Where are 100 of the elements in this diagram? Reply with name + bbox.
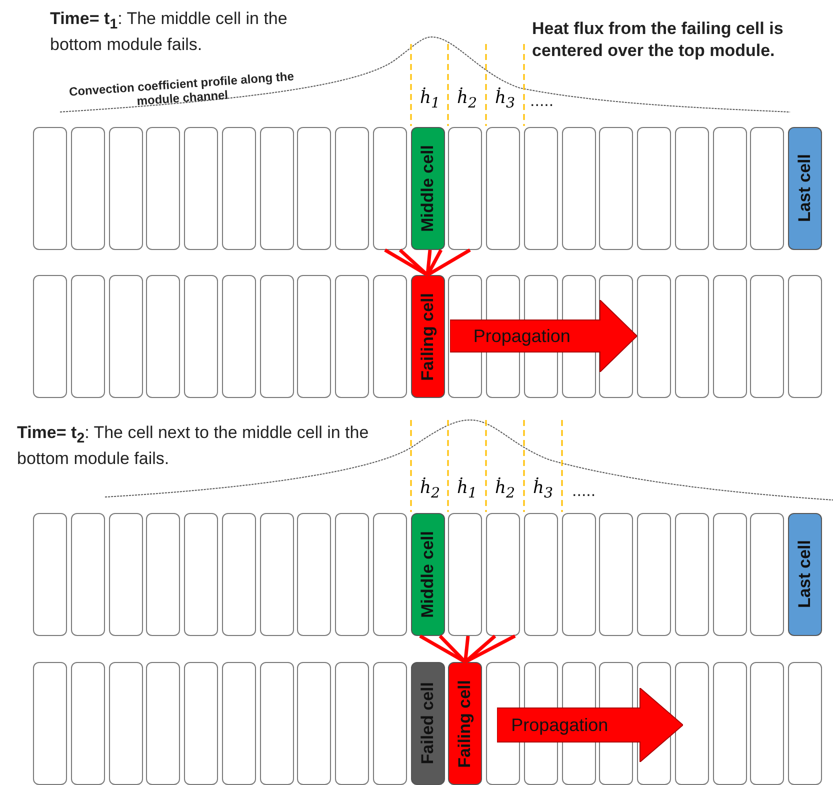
battery-cell [788,513,822,636]
heat-ray [464,634,496,664]
battery-cell [410,127,444,250]
battery-cell [637,127,671,250]
battery-cell [335,127,369,250]
battery-cell [372,662,407,785]
battery-cell [788,275,822,398]
battery-cell [410,275,444,398]
battery-cell [33,513,67,636]
battery-cell [637,275,671,398]
battery-cell [788,127,822,250]
heat-ray [426,249,443,276]
battery-cell [297,513,332,636]
battery-cell [184,275,218,398]
battery-cell [335,275,369,398]
curve-label: Convection coefficient profile along the module channel [68,68,296,110]
battery-cell [108,275,142,398]
battery-cell [486,127,520,250]
battery-cell [372,513,407,636]
battery-cell [222,275,256,398]
battery-cell [674,662,709,785]
coefficient-label: ḣ$_{2}$ [495,478,515,502]
battery-cell [297,275,332,398]
battery-cell [33,127,67,250]
battery-cell [599,127,634,250]
ellipsis-text: ..... [572,480,596,502]
battery-cell [146,275,180,398]
battery-cell [184,662,218,785]
heat-ray [384,248,428,276]
battery-cell [184,127,218,250]
coefficient-label: ḣ$_{1}$ [420,88,440,112]
battery-cell [562,127,596,250]
battery-cell [260,513,294,636]
battery-cell [410,662,444,785]
battery-cell [222,662,256,785]
battery-cell [222,127,256,250]
battery-cell [372,275,407,398]
battery-cell [750,662,784,785]
battery-cell [524,513,558,636]
battery-cell [146,127,180,250]
battery-cell [70,662,105,785]
cell-label: Middle cell [418,145,438,232]
battery-cell [33,662,67,785]
battery-cell [712,662,746,785]
battery-cell [674,275,709,398]
battery-cell [108,127,142,250]
battery-cell [335,513,369,636]
battery-cell [297,662,332,785]
cell-label: Failed cell [418,682,438,765]
battery-cell [562,513,596,636]
battery-cell [599,513,634,636]
battery-cell [222,513,256,636]
battery-cell [448,662,482,785]
cell-label: Last cell [795,540,815,609]
battery-cell [448,127,482,250]
battery-cell [750,127,784,250]
battery-cell [108,662,142,785]
note-text: Heat flux from the failing cell is centered over the top module. [532,18,784,62]
heat-ray [398,248,429,276]
caption-text: Time= t$_{2}$: The cell next to the middle cell in the bottom module fails. [17,422,370,470]
cell-label: Middle cell [418,531,438,618]
battery-cell [297,127,332,250]
battery-cell [448,513,482,636]
caption-text: Time= t$_{1}$: The middle cell in the bottom module fails. [50,8,288,56]
battery-cell [712,127,746,250]
ellipsis-text: ..... [530,90,554,112]
battery-cell [750,513,784,636]
coefficient-label: ḣ$_{2}$ [457,88,477,112]
cell-label: Failing cell [455,680,476,768]
cell-label: Failing cell [418,292,438,380]
battery-cell [70,513,105,636]
arrow-label: Propagation [510,714,610,737]
battery-cell [674,127,709,250]
battery-cell [750,275,784,398]
battery-cell [146,662,180,785]
battery-cell [260,127,294,250]
battery-cell [260,275,294,398]
battery-cell [524,127,558,250]
battery-cell [486,513,520,636]
battery-cell [712,513,746,636]
battery-cell [372,127,407,250]
cell-label: Last cell [795,154,815,223]
battery-cell [410,513,444,636]
battery-cell [788,662,822,785]
battery-cell [184,513,218,636]
coefficient-label: ḣ$_{1}$ [457,478,477,502]
coefficient-label: ḣ$_{3}$ [533,478,553,502]
battery-cell [146,513,180,636]
heat-ray [426,250,432,276]
heat-ray [426,248,471,276]
coefficient-label: ḣ$_{2}$ [420,478,440,502]
battery-cell [674,513,709,636]
battery-cell [712,275,746,398]
heat-ray [464,634,516,664]
heat-ray [419,634,466,664]
battery-cell [70,127,105,250]
battery-cell [70,275,105,398]
battery-cell [108,513,142,636]
heat-ray [464,636,470,662]
battery-cell [335,662,369,785]
